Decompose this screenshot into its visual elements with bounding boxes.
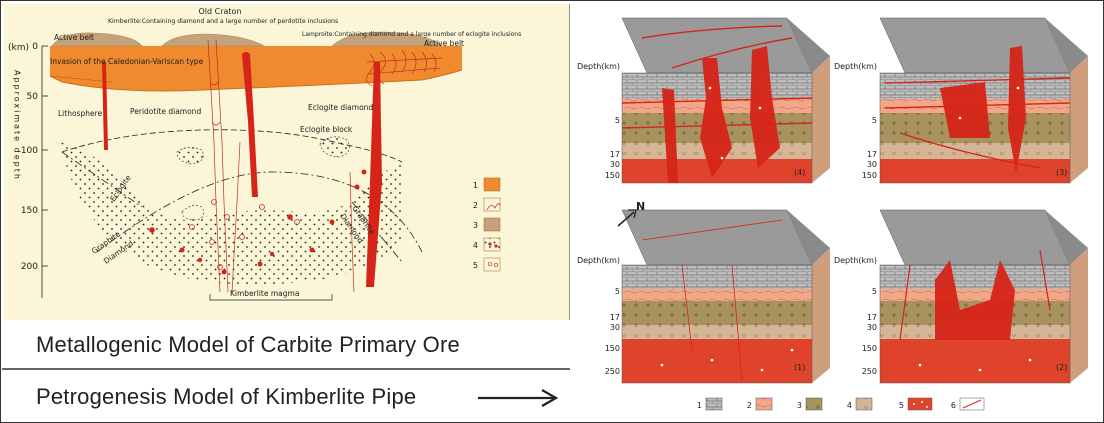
diagram-title: Old Craton <box>198 7 241 16</box>
eclogite-block-label: Eclogite block <box>300 125 353 134</box>
legend-1-layer <box>50 46 462 91</box>
axis-title: Approximate depth <box>13 70 22 181</box>
north-arrow-icon: N <box>617 200 645 227</box>
block-1-depth-5: 5 <box>615 287 620 296</box>
lamproite-note: Lamproite:Containing diamond and a large… <box>302 31 521 38</box>
block-4-depths: Depth(km) 5 17 30 150 <box>577 62 620 180</box>
block-2-depths: Depth(km) 5 17 30 150 250 <box>834 256 877 376</box>
left-legend-3: 3 <box>473 221 478 230</box>
kimberlite-magma-label: Kimberlite magma <box>230 289 299 298</box>
left-legend-4: 4 <box>473 241 478 250</box>
right-legend: 1 2 3 4 5 6 <box>697 397 985 411</box>
block-1-depths: Depth(km) 5 17 30 150 250 <box>577 256 620 376</box>
metallogenic-diagram: 0 50 100 150 200 (km) Approximate depth … <box>2 2 571 418</box>
left-legend-2: 2 <box>473 201 478 210</box>
petrogenesis-blocks: Depth(km) 5 17 30 150 (4) Depth(km) 5 17… <box>572 2 1102 418</box>
lithosphere-label: Lithosphere <box>58 109 102 118</box>
block-4-depth-17: 17 <box>610 150 620 159</box>
metallogenic-caption: Metallogenic Model of Carbite Primary Or… <box>36 332 460 357</box>
kimberlite-note: Kimberlite:Containing diamond and a larg… <box>108 18 338 25</box>
block-2-label: (2) <box>1056 363 1067 372</box>
depth-label-4: Depth(km) <box>577 62 620 71</box>
block-1-depth-250: 250 <box>605 367 620 376</box>
block-2-depth-30: 30 <box>867 323 877 332</box>
depth-tick-50: 50 <box>27 92 39 102</box>
active-belt-mounds <box>51 31 443 47</box>
active-belt-left: Active belt <box>54 33 94 42</box>
eclogite-diamond-label: Eclogite diamond <box>308 103 373 112</box>
right-legend-3: 3 <box>797 401 802 410</box>
block-4-depth-5: 5 <box>615 116 620 125</box>
depth-label-1: Depth(km) <box>577 256 620 265</box>
block-2-depth-17: 17 <box>867 313 877 322</box>
block-3-depth-30: 30 <box>867 160 877 169</box>
block-2-depth-150: 150 <box>862 344 877 353</box>
depth-label-2: Depth(km) <box>834 256 877 265</box>
block-2 <box>879 209 1089 384</box>
block-2-depth-250: 250 <box>862 367 877 376</box>
depth-tick-100: 100 <box>21 146 38 156</box>
block-3 <box>879 17 1089 184</box>
right-legend-5: 5 <box>899 401 904 410</box>
right-legend-4: 4 <box>847 401 852 410</box>
block-4-depth-30: 30 <box>610 160 620 169</box>
block-1-depth-17: 17 <box>610 313 620 322</box>
block-1 <box>621 209 831 384</box>
block-3-depth-5: 5 <box>872 116 877 125</box>
depth-tick-0: 0 <box>32 42 38 52</box>
block-3-label: (3) <box>1056 168 1067 177</box>
block-4-label: (4) <box>794 168 805 177</box>
kimberlite-pipes <box>102 52 382 287</box>
legend-5-pipes <box>207 39 355 293</box>
block-4 <box>621 17 831 184</box>
right-legend-1: 1 <box>697 401 702 410</box>
eclogite-block-small <box>176 147 204 165</box>
block-1-label: (1) <box>794 363 805 372</box>
block-3-depths: Depth(km) 5 17 30 150 <box>834 62 877 180</box>
left-legend: 1 2 3 4 5 <box>473 177 501 272</box>
depth-tick-150: 150 <box>21 206 38 216</box>
km-unit: (km) <box>8 43 29 53</box>
block-3-depth-17: 17 <box>867 150 877 159</box>
invasion-label: Invasion of the Caledonian-Variscan type <box>50 57 204 66</box>
right-legend-2: 2 <box>747 401 752 410</box>
block-2-depth-5: 5 <box>872 287 877 296</box>
block-1-depth-30: 30 <box>610 323 620 332</box>
legend-4-zone <box>60 142 402 285</box>
north-label: N <box>636 200 645 213</box>
legend-5-circles <box>189 199 300 270</box>
block-4-depth-150: 150 <box>605 171 620 180</box>
block-3-depth-150: 150 <box>862 171 877 180</box>
active-belt-right: Active belt <box>424 39 464 48</box>
depth-label-3: Depth(km) <box>834 62 877 71</box>
left-legend-1: 1 <box>473 181 478 190</box>
peridotite-diamond-label: Peridotite diamond <box>130 107 201 116</box>
petrogenesis-caption: Petrogenesis Model of Kimberlite Pipe <box>36 384 417 409</box>
depth-tick-200: 200 <box>21 262 38 272</box>
eclogite-block <box>319 136 350 158</box>
block-1-depth-150: 150 <box>605 344 620 353</box>
right-legend-6: 6 <box>951 401 956 410</box>
left-legend-5: 5 <box>473 261 478 270</box>
legend-4-red-dots <box>149 169 367 275</box>
